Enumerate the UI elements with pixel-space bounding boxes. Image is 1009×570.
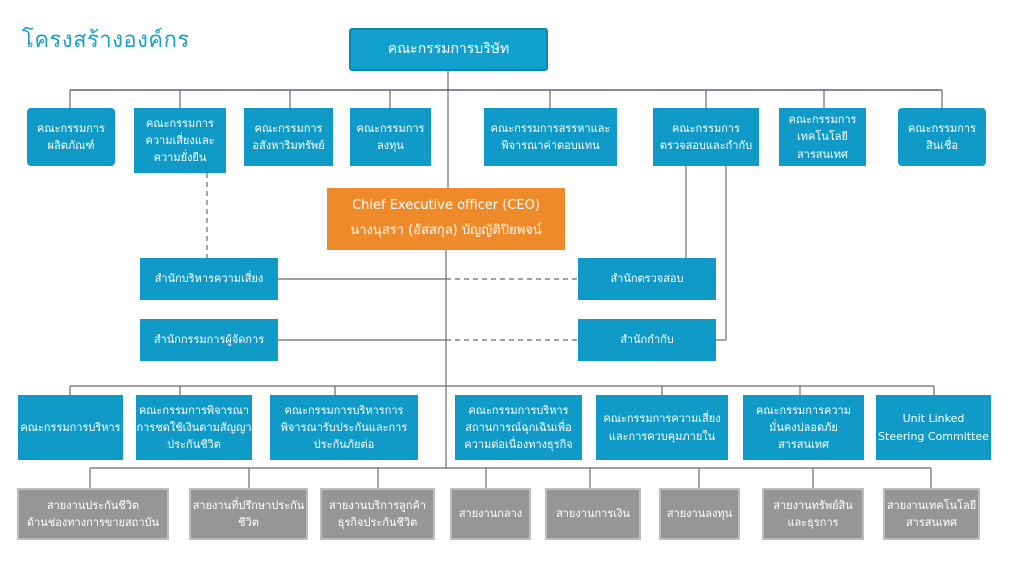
division-information-technology: สายงานเทคโนโลยี สารสนเทศ	[883, 488, 980, 540]
division-finance: สายงานการเงิน	[545, 488, 641, 540]
office-managing-director: สำนักกรรมการผู้จัดการ	[140, 319, 278, 361]
ceo-name: นางนุสรา (อัสสกุล) บัญญัติปิยพจน์	[350, 223, 542, 238]
division-institutional-sales: สายงานประกันชีวิต ด้านช่องทางการขายสถาบั…	[17, 488, 169, 540]
exec-committee-claims: คณะกรรมการพิจารณา การชดใช้เงินตามสัญญา ป…	[136, 395, 252, 460]
division-customer-service: สายงานบริการลูกค้า ธุรกิจประกันชีวิต	[320, 488, 435, 540]
committee-product: คณะกรรมการ ผลิตภัณฑ์	[27, 108, 115, 166]
committee-audit-compliance: คณะกรรมการ ตรวจสอบและกำกับ	[653, 108, 759, 166]
committee-nomination-remuneration: คณะกรรมการสรรหาและ พิจารณาค่าตอบแทน	[484, 108, 617, 166]
office-audit: สำนักตรวจสอบ	[578, 258, 716, 300]
page-title: โครงสร้างองค์กร	[22, 28, 190, 53]
ceo-box: Chief Executive officer (CEO) นางนุสรา (…	[327, 188, 565, 250]
exec-committee-unit-linked: Unit Linked Steering Committee	[876, 395, 991, 460]
board-of-directors: คณะกรรมการบริษัท	[349, 28, 548, 71]
exec-committee-business-continuity: คณะกรรมการบริหาร สถานการณ์ฉุกเฉินเพื่อ ค…	[455, 395, 582, 460]
division-central: สายงานกลาง	[450, 488, 531, 540]
exec-committee-it-security: คณะกรรมการความ มั่นคงปลอดภัย สารสนเทศ	[743, 395, 864, 460]
exec-committee-underwriting-reinsurance: คณะกรรมการบริหารการ พิจารณารับประกันและก…	[270, 395, 418, 460]
exec-committee-risk-internal-control: คณะกรรมการความเสี่ยง และการควบคุมภายใน	[596, 395, 728, 460]
office-compliance: สำนักกำกับ	[578, 319, 716, 361]
committee-risk-sustainability: คณะกรรมการ ความเสี่ยงและ ความยั่งยืน	[134, 108, 226, 173]
committee-real-estate: คณะกรรมการ อสังหาริมทรัพย์	[244, 108, 333, 166]
office-risk-management: สำนักบริหารความเสี่ยง	[140, 258, 278, 300]
ceo-title: Chief Executive officer (CEO)	[352, 198, 540, 214]
division-property-admin: สายงานทรัพย์สิน และธุรการ	[762, 488, 864, 540]
committee-credit: คณะกรรมการ สินเชื่อ	[898, 108, 986, 166]
committee-investment: คณะกรรมการ ลงทุน	[350, 108, 431, 166]
division-life-advisor: สายงานที่ปรึกษาประกัน ชีวิต	[189, 488, 308, 540]
exec-committee-management: คณะกรรมการบริหาร	[18, 395, 123, 460]
division-investment: สายงานลงทุน	[659, 488, 740, 540]
committee-information-technology: คณะกรรมการ เทคโนโลยี สารสนเทศ	[779, 108, 866, 166]
